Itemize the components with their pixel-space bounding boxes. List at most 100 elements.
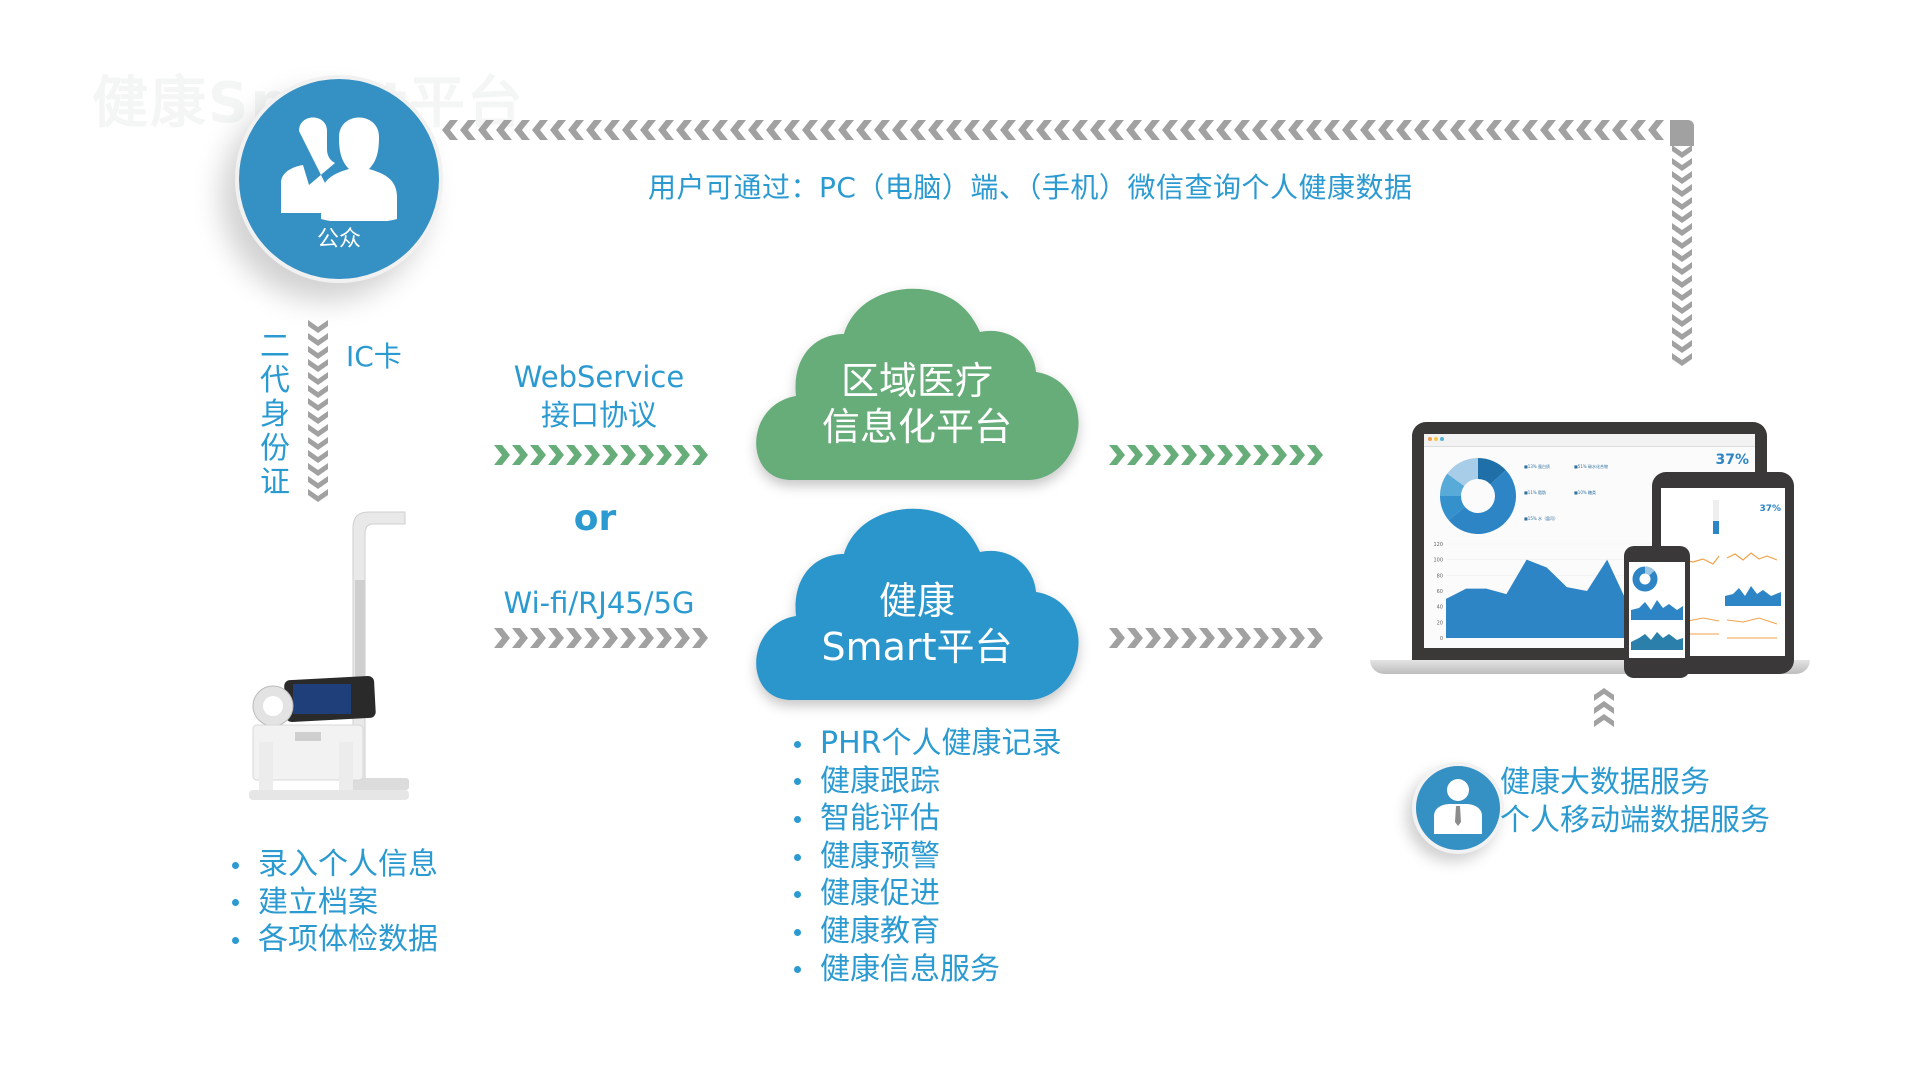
chevron-left-icon <box>1378 120 1394 140</box>
gray-arrow-band-left <box>492 628 708 648</box>
chevron-right-icon <box>1235 628 1251 648</box>
chevron-left-icon <box>1342 120 1358 140</box>
chevron-right-icon <box>584 628 600 648</box>
chevron-left-icon <box>1270 120 1286 140</box>
list-item: 建立档案 <box>228 884 438 922</box>
chevron-left-icon <box>856 120 872 140</box>
chevron-left-icon <box>1558 120 1574 140</box>
chevron-right-icon <box>1163 628 1179 648</box>
chevron-left-icon <box>1126 120 1142 140</box>
chevron-left-icon <box>1648 120 1664 140</box>
chevron-left-icon <box>1612 120 1628 140</box>
chevron-right-icon <box>1109 445 1125 465</box>
donut-slice <box>1440 473 1465 496</box>
chevron-left-icon <box>1468 120 1484 140</box>
chevron-right-icon <box>494 445 510 465</box>
list-item: 健康跟踪 <box>790 763 1062 801</box>
chevron-right-icon <box>674 628 690 648</box>
chevron-left-icon <box>1522 120 1538 140</box>
top-arrow-band <box>442 120 1666 140</box>
smart-platform-line1: 健康 <box>878 579 955 623</box>
chevron-left-icon <box>1036 120 1052 140</box>
chevron-down-icon <box>308 463 328 476</box>
chevron-right-icon <box>1289 445 1305 465</box>
chevron-right-icon <box>602 445 618 465</box>
smart-platform-line2: Smart平台 <box>821 625 1013 669</box>
chevron-left-icon <box>1306 120 1322 140</box>
webservice-label: WebService 接口协议 <box>494 358 704 434</box>
kiosk-feature-list: 录入个人信息 建立档案 各项体检数据 <box>228 846 438 959</box>
list-item: 健康教育 <box>790 913 1062 951</box>
public-label: 公众 <box>316 227 361 252</box>
legend-item: ■11% 脂肪 <box>1524 490 1546 495</box>
chevron-down-icon <box>1672 171 1692 184</box>
chevron-left-icon <box>1504 120 1520 140</box>
chevron-left-icon <box>604 120 620 140</box>
chevron-down-icon <box>1672 327 1692 340</box>
chevron-up-icon <box>1594 714 1614 727</box>
chevron-right-icon <box>1271 445 1287 465</box>
chevron-up-icon <box>1594 688 1614 701</box>
tablet-area-chart <box>1725 586 1781 606</box>
chevron-left-icon <box>1360 120 1376 140</box>
chevron-right-icon <box>1127 445 1143 465</box>
chevron-right-icon <box>1109 628 1125 648</box>
chevron-left-icon <box>496 120 512 140</box>
chevron-left-icon <box>1090 120 1106 140</box>
legend-item: ■13% 蛋白质 <box>1524 464 1550 469</box>
y-tick-label: 60 <box>1437 589 1443 595</box>
right-down-arrow-band <box>1672 132 1692 366</box>
chevron-left-icon <box>1198 120 1214 140</box>
chevron-left-icon <box>1252 120 1268 140</box>
chevron-down-icon <box>1672 132 1692 145</box>
chevron-right-icon <box>566 628 582 648</box>
chevron-left-icon <box>514 120 530 140</box>
chevron-down-icon <box>1672 184 1692 197</box>
chevron-down-icon <box>1672 158 1692 171</box>
chevron-right-icon <box>620 445 636 465</box>
phone-device <box>1624 546 1690 678</box>
chevron-left-icon <box>766 120 782 140</box>
webservice-label-line2: 接口协议 <box>540 398 657 432</box>
chevron-right-icon <box>530 628 546 648</box>
query-caption: 用户可通过：PC（电脑）端、（手机）微信查询个人健康数据 <box>648 171 1413 204</box>
y-tick-label: 120 <box>1433 542 1443 548</box>
platform-feature-list: PHR个人健康记录 健康跟踪 智能评估 健康预警 健康促进 健康教育 健康信息服… <box>790 725 1062 988</box>
chevron-left-icon <box>1396 120 1412 140</box>
chevron-left-icon <box>586 120 602 140</box>
list-item: PHR个人健康记录 <box>790 725 1062 763</box>
window-dot-icon <box>1440 437 1444 441</box>
services-node <box>1412 762 1504 854</box>
ic-card-label: IC卡 <box>346 340 402 373</box>
cloud-shape-blue <box>756 508 1079 700</box>
chevron-right-icon <box>1145 628 1161 648</box>
chevron-left-icon <box>982 120 998 140</box>
chevron-left-icon <box>1288 120 1304 140</box>
chevron-right-icon <box>1181 445 1197 465</box>
window-dot-icon <box>1428 437 1432 441</box>
chevron-left-icon <box>460 120 476 140</box>
chevron-down-icon <box>1672 275 1692 288</box>
chevron-down-icon <box>308 320 328 333</box>
chevron-left-icon <box>1540 120 1556 140</box>
smart-platform-cloud: 健康 Smart平台 <box>752 500 1082 710</box>
chevron-right-icon <box>1271 628 1287 648</box>
y-tick-label: 0 <box>1440 636 1443 642</box>
chevron-left-icon <box>1180 120 1196 140</box>
chevron-up-icon <box>1594 701 1614 714</box>
chevron-down-icon <box>1672 236 1692 249</box>
chevron-left-icon <box>550 120 566 140</box>
chevron-down-icon <box>308 476 328 489</box>
donut-slice <box>1440 496 1465 521</box>
chevron-down-icon <box>308 437 328 450</box>
chevron-left-icon <box>1216 120 1232 140</box>
chevron-down-icon <box>1672 249 1692 262</box>
chevron-down-icon <box>308 346 328 359</box>
chevron-right-icon <box>494 628 510 648</box>
chevron-right-icon <box>1307 445 1323 465</box>
chevron-down-icon <box>308 359 328 372</box>
chevron-down-icon <box>308 489 328 502</box>
chevron-down-icon <box>1672 223 1692 236</box>
chevron-left-icon <box>1432 120 1448 140</box>
chevron-left-icon <box>874 120 890 140</box>
